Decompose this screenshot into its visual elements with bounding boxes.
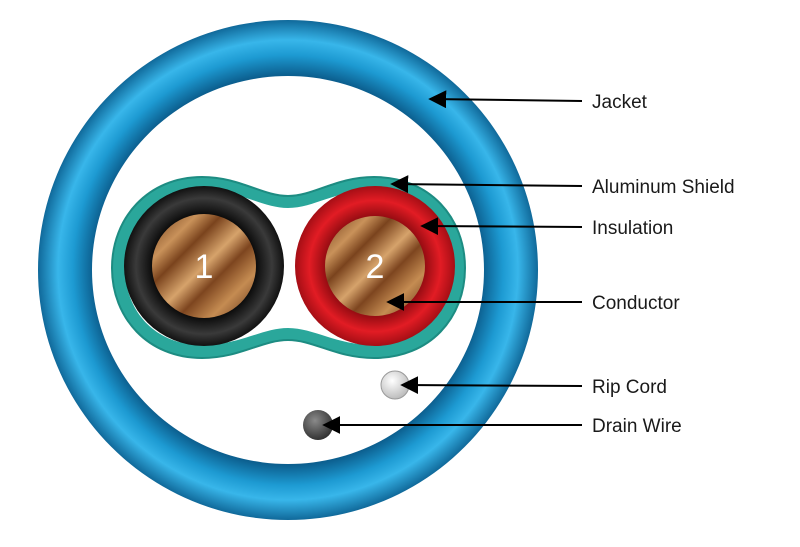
core-2-conductor: [325, 216, 425, 316]
insulation-callout-line: [420, 217, 583, 236]
core-1-number: 1: [195, 248, 214, 286]
jacket-callout-line: [428, 90, 583, 109]
shield-callout-line: [390, 175, 583, 194]
conductor-label: Conductor: [592, 293, 680, 314]
core-2: 2: [295, 186, 455, 346]
core-2-number: 2: [366, 248, 385, 286]
insulation-label: Insulation: [592, 218, 673, 239]
rip-cord-callout-line: [400, 376, 583, 395]
drain-wire-label: Drain Wire: [592, 416, 682, 437]
core-1: 1: [124, 186, 284, 346]
jacket-label: Jacket: [592, 92, 648, 113]
aluminum-shield-label: Aluminum Shield: [592, 177, 735, 198]
core-1-conductor: [152, 214, 256, 318]
callout-lines: [322, 90, 583, 434]
rip-cord-label: Rip Cord: [592, 377, 667, 398]
